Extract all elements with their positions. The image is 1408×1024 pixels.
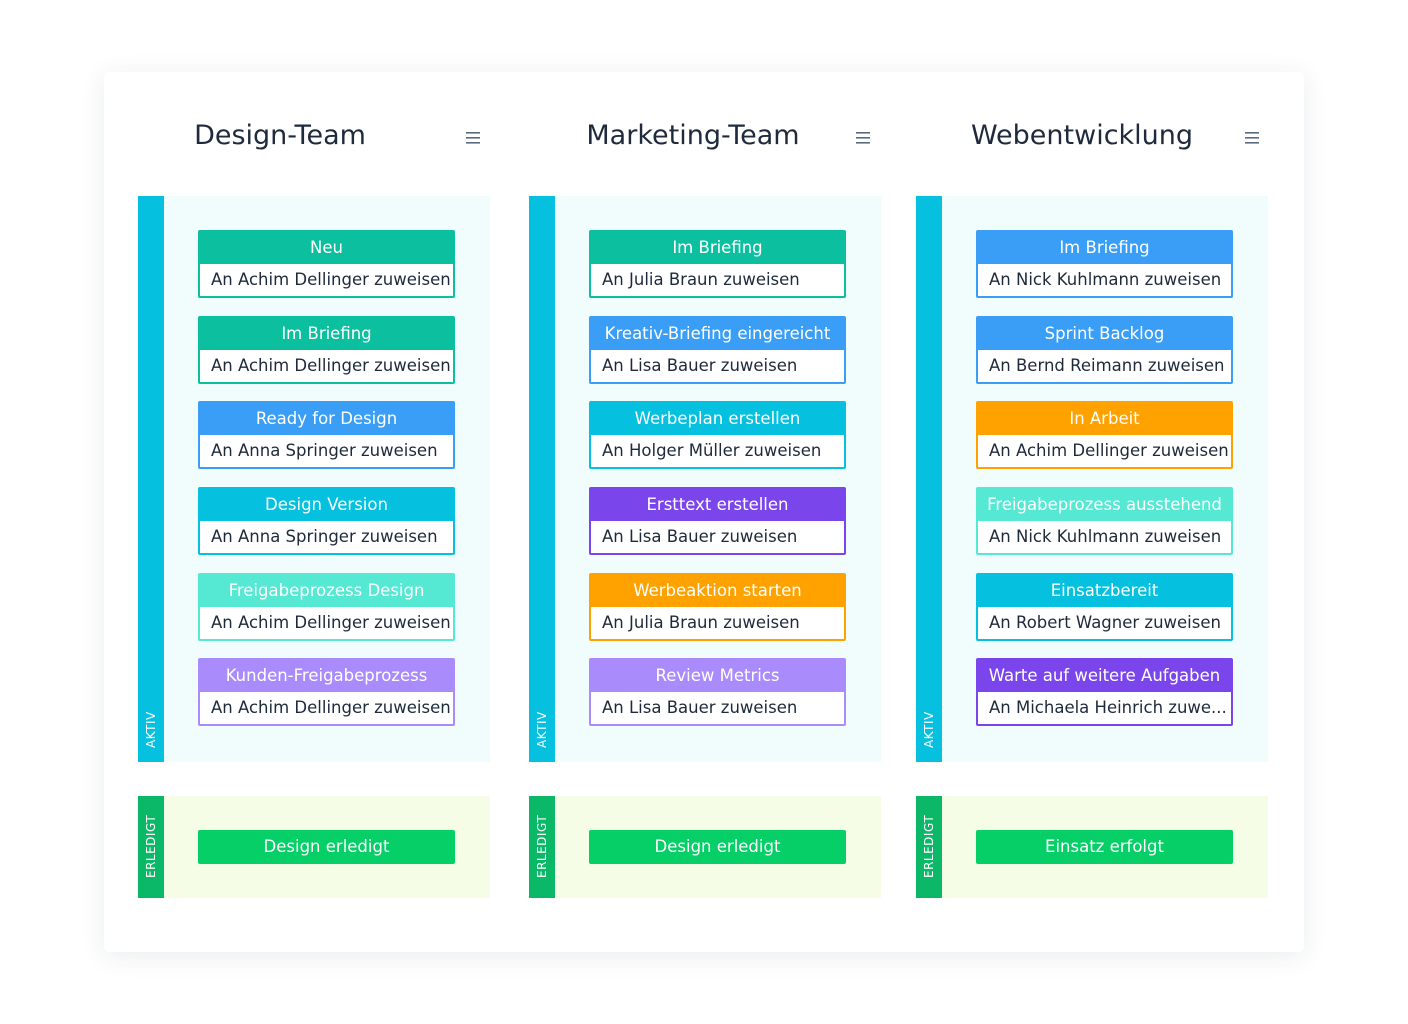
lane-label-done: ERLEDIGT	[922, 814, 936, 878]
card-assignee[interactable]: An Bernd Reimann zuweisen	[978, 350, 1231, 382]
card-assignee[interactable]: An Lisa Bauer zuweisen	[591, 350, 844, 382]
lane-bar-done: ERLEDIGT	[529, 796, 555, 898]
lane-done: ERLEDIGT Design erledigt	[529, 796, 881, 898]
column-title: Design-Team	[194, 120, 366, 151]
card-title: Ersttext erstellen	[591, 489, 844, 521]
card-title: In Arbeit	[978, 403, 1231, 435]
card-title: Design Version	[200, 489, 453, 521]
card-assignee[interactable]: An Nick Kuhlmann zuweisen	[978, 521, 1231, 553]
lane-label-active: AKTIV	[535, 711, 549, 748]
hamburger-menu-icon[interactable]	[466, 130, 480, 144]
card-title: Im Briefing	[591, 232, 844, 264]
card-title: Kunden-Freigabeprozess	[200, 660, 453, 692]
card-assignee[interactable]: An Achim Dellinger zuweisen	[200, 264, 453, 296]
card-title: Im Briefing	[978, 232, 1231, 264]
lane-label-done: ERLEDIGT	[144, 814, 158, 878]
card-assignee[interactable]: An Achim Dellinger zuweisen	[978, 435, 1231, 467]
column-header: Webentwicklung	[916, 118, 1268, 158]
lane-label-done: ERLEDIGT	[535, 814, 549, 878]
done-card[interactable]: Design erledigt	[198, 830, 455, 864]
lane-bar-active: AKTIV	[138, 196, 164, 762]
done-card[interactable]: Design erledigt	[589, 830, 846, 864]
lane-done: ERLEDIGT Design erledigt	[138, 796, 490, 898]
card-assignee[interactable]: An Lisa Bauer zuweisen	[591, 521, 844, 553]
column-header: Marketing-Team	[529, 118, 881, 158]
card-assignee[interactable]: An Achim Dellinger zuweisen	[200, 607, 453, 639]
card-title: Einsatzbereit	[978, 575, 1231, 607]
lane-label-active: AKTIV	[922, 711, 936, 748]
card-assignee[interactable]: An Julia Braun zuweisen	[591, 607, 844, 639]
card-assignee[interactable]: An Holger Müller zuweisen	[591, 435, 844, 467]
card-assignee[interactable]: An Achim Dellinger zuweisen	[200, 692, 453, 724]
column-title: Webentwicklung	[970, 120, 1194, 151]
card-title: Review Metrics	[591, 660, 844, 692]
card-title: Freigabeprozess Design	[200, 575, 453, 607]
lane-bar-done: ERLEDIGT	[916, 796, 942, 898]
card-title: Ready for Design	[200, 403, 453, 435]
card-assignee[interactable]: An Robert Wagner zuweisen	[978, 607, 1231, 639]
lane-bar-done: ERLEDIGT	[138, 796, 164, 898]
card-assignee[interactable]: An Anna Springer zuweisen	[200, 435, 453, 467]
card-title: Freigabeprozess ausstehend	[978, 489, 1231, 521]
lane-bar-active: AKTIV	[916, 196, 942, 762]
card-assignee[interactable]: An Lisa Bauer zuweisen	[591, 692, 844, 724]
card-assignee[interactable]: An Julia Braun zuweisen	[591, 264, 844, 296]
lane-done: ERLEDIGT Einsatz erfolgt	[916, 796, 1268, 898]
card-title: Werbeaktion starten	[591, 575, 844, 607]
card-assignee[interactable]: An Nick Kuhlmann zuweisen	[978, 264, 1231, 296]
card-title: Sprint Backlog	[978, 318, 1231, 350]
card-title: Werbeplan erstellen	[591, 403, 844, 435]
hamburger-menu-icon[interactable]	[1245, 130, 1259, 144]
card-assignee[interactable]: An Michaela Heinrich zuwe...	[978, 692, 1231, 724]
column-header: Design-Team	[138, 118, 490, 158]
card-title: Im Briefing	[200, 318, 453, 350]
card-title: Neu	[200, 232, 453, 264]
done-card[interactable]: Einsatz erfolgt	[976, 830, 1233, 864]
card-assignee[interactable]: An Anna Springer zuweisen	[200, 521, 453, 553]
column-title: Marketing-Team	[586, 120, 800, 151]
lane-label-active: AKTIV	[144, 711, 158, 748]
card-title: Kreativ-Briefing eingereicht	[591, 318, 844, 350]
card-title: Warte auf weitere Aufgaben	[978, 660, 1231, 692]
hamburger-menu-icon[interactable]	[856, 130, 870, 144]
lane-bar-active: AKTIV	[529, 196, 555, 762]
card-assignee[interactable]: An Achim Dellinger zuweisen	[200, 350, 453, 382]
